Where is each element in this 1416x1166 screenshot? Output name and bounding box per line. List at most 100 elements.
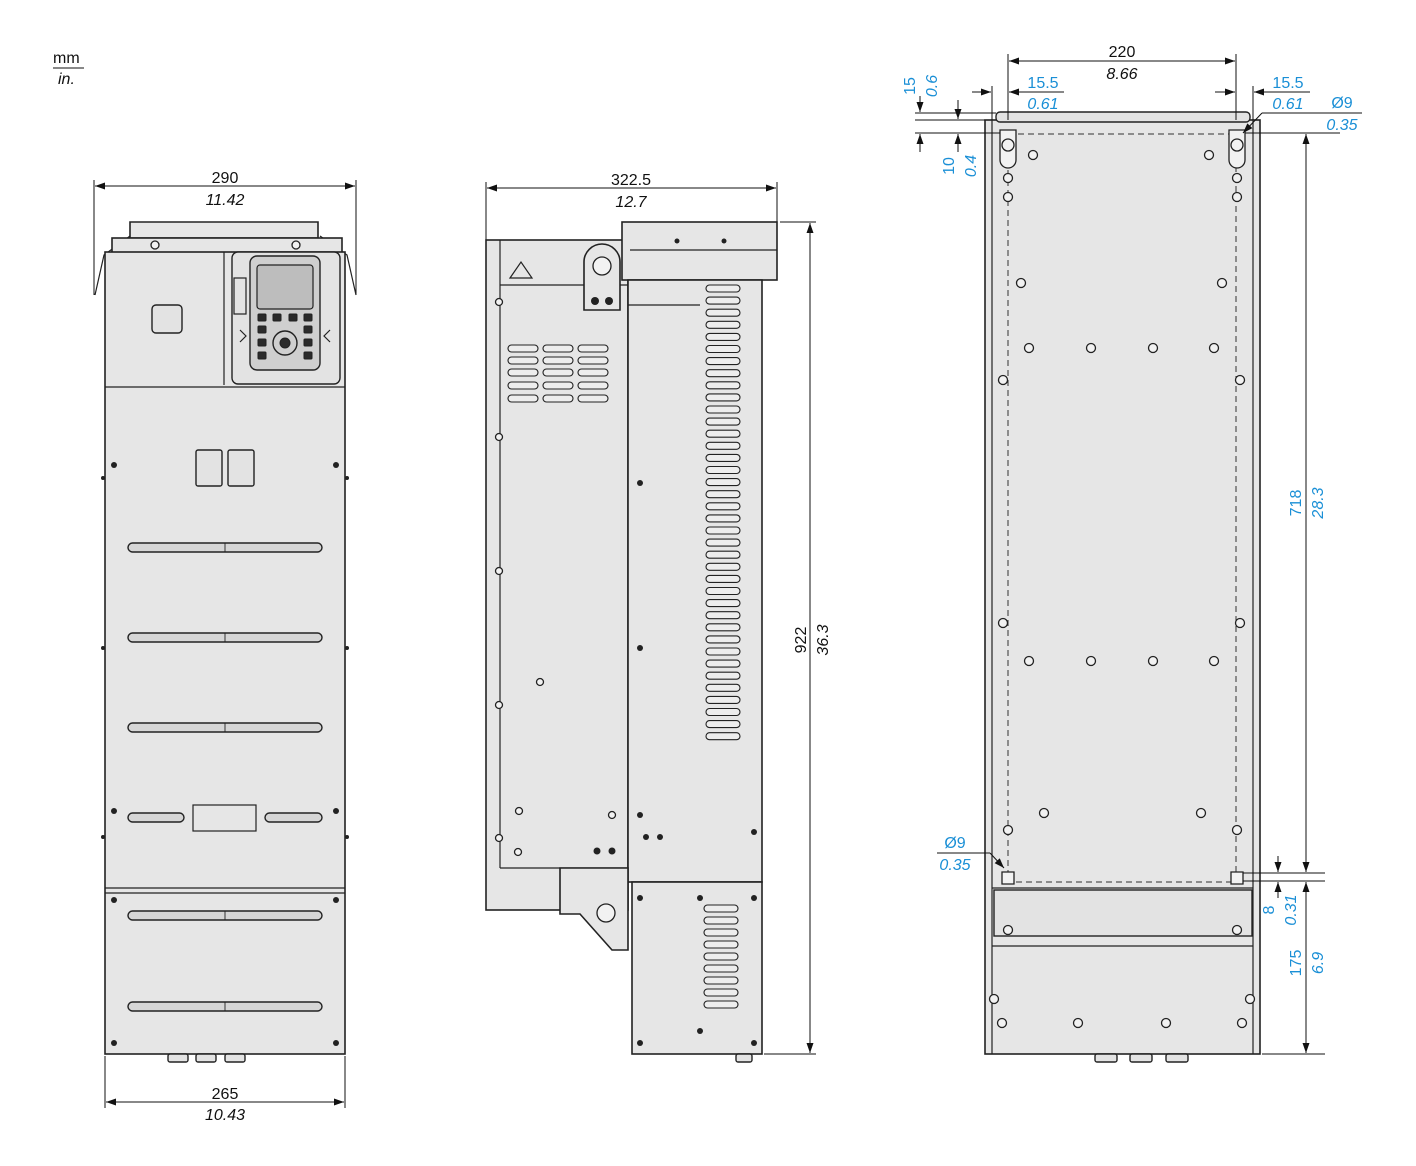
rear-mounting-outline	[1007, 133, 1237, 883]
vent-slot	[703, 964, 739, 973]
vent-slot	[705, 357, 741, 366]
mounting-hole	[1147, 342, 1159, 354]
rear-mounting-width-mm: 220	[1109, 44, 1136, 61]
side-enclosure	[627, 279, 763, 883]
mounting-hole	[1244, 993, 1256, 1005]
mounting-hole	[1072, 1017, 1084, 1029]
mounting-hole	[1236, 1017, 1248, 1029]
vent-slot	[705, 478, 741, 487]
rear-top-offset-mm: 15	[902, 77, 919, 95]
vent-slot	[705, 465, 741, 475]
mounting-hole	[1002, 924, 1014, 936]
vent-slot	[705, 647, 741, 656]
vent-slot	[705, 381, 741, 390]
units-mm-label: mm	[53, 50, 80, 67]
vent-slot	[705, 635, 741, 644]
vent-slot	[705, 611, 741, 620]
mounting-hole	[997, 374, 1009, 386]
vent-slot	[705, 417, 741, 426]
vent-slot	[705, 393, 741, 402]
vent-slot	[705, 538, 741, 547]
vent-slot	[703, 916, 739, 925]
rear-top-hole-dia-in: 0.35	[1326, 117, 1357, 134]
side-depth-in: 12.7	[615, 194, 647, 211]
mounting-hole	[988, 993, 1000, 1005]
vent-slot	[705, 429, 741, 438]
mounting-hole	[1234, 617, 1246, 629]
rear-right-margin-mm: 15.5	[1272, 75, 1303, 92]
rear-bottom-height-in: 6.9	[1310, 952, 1327, 974]
side-depth-mm: 322.5	[611, 172, 651, 189]
front-width-in: 11.42	[206, 192, 245, 209]
vent-slot	[703, 976, 739, 985]
front-bottom-width-in: 10.43	[205, 1107, 245, 1124]
vent-slot	[705, 490, 741, 499]
front-bottom-width-mm: 265	[212, 1086, 239, 1103]
vent-slot	[705, 284, 741, 293]
vent-slot	[705, 574, 741, 583]
vent-slot	[703, 904, 739, 913]
mounting-hole	[1085, 342, 1097, 354]
rear-bottom-hole-dia-mm: Ø9	[944, 835, 965, 852]
mounting-hole	[1002, 191, 1014, 203]
vent-slot	[703, 940, 739, 949]
rear-bottom-hole-dia-in: 0.35	[939, 857, 970, 874]
vent-slot	[705, 623, 741, 632]
rear-top-hole-spacing-mm: 10	[941, 157, 958, 175]
rear-mounting-height-in: 28.3	[1310, 487, 1327, 519]
vent-slot	[705, 562, 741, 571]
mounting-hole	[1085, 655, 1097, 667]
mounting-hole	[1023, 655, 1035, 667]
vent-slot	[703, 988, 739, 997]
vent-slot	[705, 369, 741, 378]
rear-mounting-holes	[988, 149, 1256, 1029]
vent-slot	[705, 344, 741, 354]
mounting-hole	[1231, 924, 1243, 936]
rear-left-margin-in: 0.61	[1027, 96, 1058, 113]
vent-slot	[705, 441, 741, 450]
mounting-hole	[996, 1017, 1008, 1029]
keypad-screen	[256, 264, 314, 310]
vent-slot	[705, 332, 741, 341]
vent-slot	[703, 1000, 739, 1009]
vent-slot	[705, 732, 741, 741]
units-legend: mm in.	[53, 50, 84, 88]
vent-slot	[705, 671, 741, 680]
rear-bottom-hole-offset-in: 0.31	[1283, 894, 1300, 925]
mounting-hole	[1231, 191, 1243, 203]
side-vents-right	[705, 284, 741, 741]
vent-slot	[705, 320, 741, 329]
vent-slot	[705, 308, 741, 317]
rear-top-hole-dia-mm: Ø9	[1331, 95, 1352, 112]
mounting-hole	[1002, 172, 1014, 184]
units-in-label: in.	[58, 71, 75, 88]
vent-slot	[705, 550, 741, 559]
rear-view: 220 8.66 15.5 0.61 15.5 0.61 Ø9 0.35 15 …	[902, 44, 1362, 1063]
rear-bottom-height-mm: 175	[1288, 950, 1305, 977]
vent-slot	[705, 683, 741, 692]
rear-mounting-width-in: 8.66	[1106, 66, 1137, 83]
side-vents-lower	[703, 904, 739, 1009]
mounting-hole	[1216, 277, 1228, 289]
vent-slot	[705, 599, 741, 608]
rear-left-margin-mm: 15.5	[1027, 75, 1058, 92]
mounting-hole	[1195, 807, 1207, 819]
side-height-mm: 922	[793, 627, 810, 654]
vent-slot	[705, 720, 741, 729]
mounting-hole	[1208, 655, 1220, 667]
front-screws	[101, 462, 349, 1046]
vent-slot	[705, 405, 741, 414]
rear-right-margin-in: 0.61	[1272, 96, 1303, 113]
rear-mounting-height-mm: 718	[1288, 490, 1305, 517]
mounting-hole	[1002, 824, 1014, 836]
mounting-hole	[1231, 824, 1243, 836]
vent-slot	[705, 526, 741, 535]
vent-slot	[705, 707, 741, 717]
vent-slot	[705, 586, 741, 596]
mounting-hole	[1027, 149, 1039, 161]
keypad-keys	[257, 313, 313, 360]
front-vent-slots	[127, 542, 323, 1012]
vent-slot	[705, 514, 741, 523]
vent-slot	[705, 695, 741, 704]
vent-slot	[703, 928, 739, 937]
